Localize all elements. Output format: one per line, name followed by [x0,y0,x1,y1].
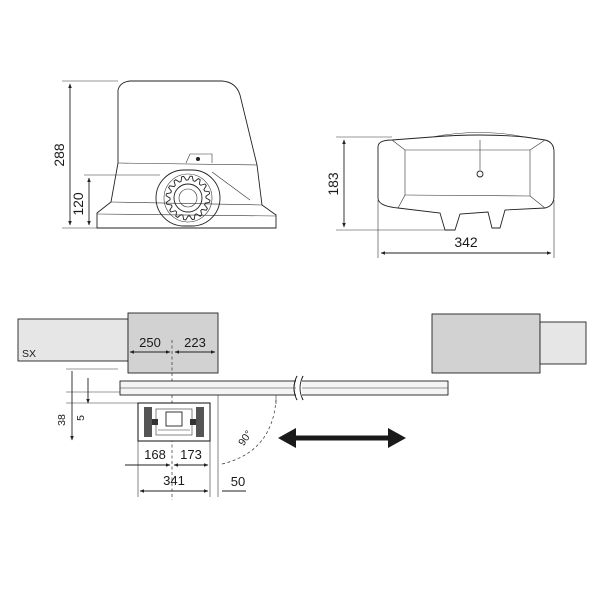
gear-teeth [165,175,211,221]
motor-housing-side [96,80,277,229]
pinion-gear [155,169,221,227]
pillar-right-dim: 223 [184,335,206,350]
side-height-label: 288 [51,143,67,167]
side-view: 288 120 [51,80,277,229]
pillar-right [431,313,541,374]
wall-left [17,318,129,362]
base-left-dim: 168 [144,447,166,462]
motor-plan [137,402,211,442]
top-view: 183 342 [325,132,555,258]
wall-right [539,321,587,365]
offset-dim: 38 [56,414,68,426]
small-dim: 5 [75,415,87,421]
motor-housing-top [377,134,555,231]
sliding-direction-arrow [278,428,406,448]
base-right-dim: 173 [180,447,202,462]
gap-dim: 50 [231,474,245,489]
gear-height-label: 120 [70,192,86,216]
angle-label: 90° [236,428,255,448]
top-width-label: 342 [454,234,478,250]
pillar-left-dim: 250 [139,335,161,350]
installation-plan: SX 250 223 [17,312,587,500]
top-height-label: 183 [325,172,341,196]
side-label: SX [22,348,36,360]
pillar-left [127,312,219,374]
base-total-dim: 341 [163,473,185,488]
